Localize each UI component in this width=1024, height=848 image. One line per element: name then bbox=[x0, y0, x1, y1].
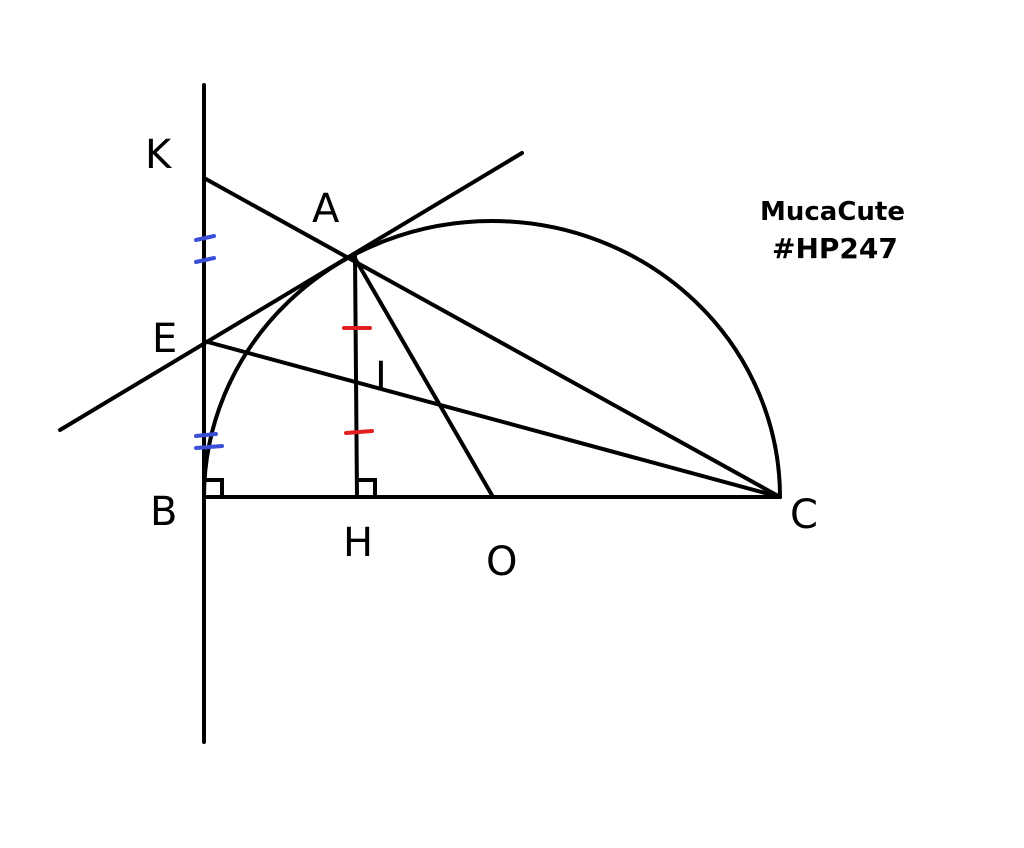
right-angle-mark-B bbox=[202, 478, 224, 499]
label-C: C bbox=[790, 492, 818, 538]
label-O: O bbox=[486, 539, 517, 585]
semicircle bbox=[202, 219, 782, 499]
label-B: B bbox=[150, 489, 177, 535]
line-EC bbox=[202, 339, 782, 499]
segment-AO bbox=[351, 253, 495, 499]
equal-marks-blue bbox=[194, 234, 224, 450]
label-E: E bbox=[152, 316, 177, 362]
line-KC bbox=[202, 176, 782, 499]
segment-AH bbox=[353, 253, 359, 499]
tangent-line-at-A bbox=[58, 151, 524, 432]
label-I: I bbox=[375, 354, 387, 400]
label-H: H bbox=[343, 520, 373, 566]
label-K: K bbox=[145, 132, 173, 178]
right-angle-mark-H bbox=[355, 478, 377, 499]
signature-line-2: #HP247 bbox=[772, 232, 898, 265]
signature-line-1: MucaCute bbox=[760, 197, 905, 227]
label-A: A bbox=[312, 186, 340, 232]
equal-marks-red bbox=[342, 326, 374, 435]
